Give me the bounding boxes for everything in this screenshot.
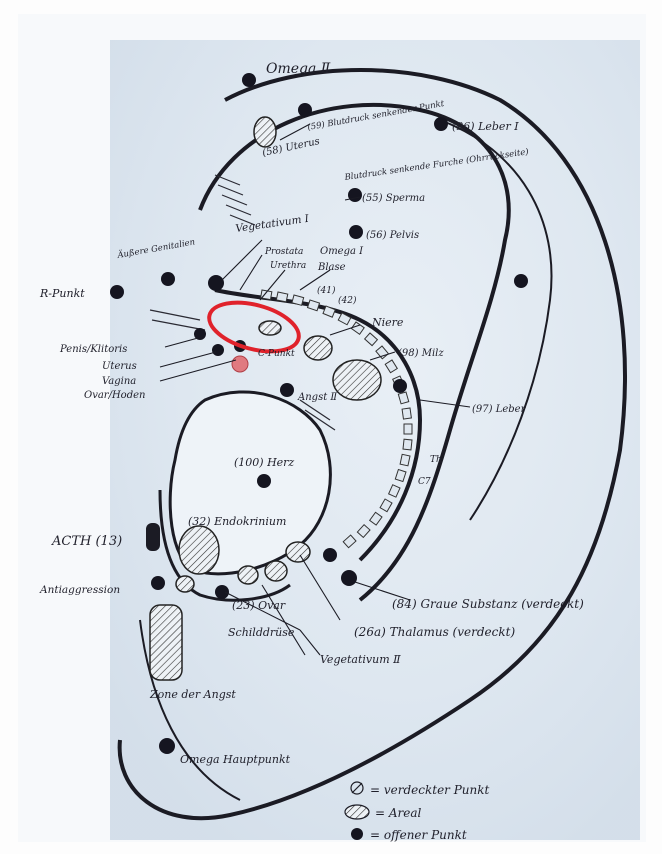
point-schilddruese	[215, 585, 229, 599]
point-vegetativum-i	[208, 275, 224, 291]
label-pelvis: (56) Pelvis	[366, 230, 419, 241]
area-pelvis-zone	[304, 336, 332, 360]
point-graue-a	[323, 548, 337, 562]
label-schilddruese: Schilddrüse	[228, 626, 295, 639]
point-genitalien	[161, 272, 175, 286]
area-endokrinium	[179, 526, 219, 574]
label-herz: (100) Herz	[234, 456, 294, 469]
label-ovar-hoden: Ovar/Hoden	[84, 390, 145, 401]
area-zone-der-angst	[150, 605, 182, 680]
label-graue-substanz: (84) Graue Substanz (verdeckt)	[392, 597, 584, 611]
label-leber-97: (97) Leber	[472, 404, 527, 415]
legend-offen-label: = offener Punkt	[370, 828, 467, 842]
label-acth: ACTH (13)	[51, 534, 122, 549]
label-omega-haupt: Omega Hauptpunkt	[180, 753, 291, 766]
point-graue-b	[341, 570, 357, 586]
label-c-punkt: C-Punkt	[258, 349, 295, 359]
label-leber-i: (96) Leber Ⅰ	[452, 120, 519, 133]
label-niere: Niere	[371, 316, 404, 329]
point-herz	[257, 474, 271, 488]
area-niere	[333, 360, 381, 400]
area-antiaggression	[176, 576, 194, 592]
label-thalamus: (26a) Thalamus (verdeckt)	[354, 625, 515, 639]
area-c-punkt	[259, 321, 281, 335]
label-blase: Blase	[317, 262, 346, 273]
point-omega-haupt	[159, 738, 175, 754]
point-leber-i	[434, 117, 448, 131]
label-41: (41)	[317, 285, 336, 296]
point-blutdruck	[298, 103, 312, 117]
point-antiaggression	[151, 576, 165, 590]
point-leber-ii	[514, 274, 528, 288]
label-prostata: Prostata	[264, 247, 303, 257]
label-antiaggression: Antiaggression	[39, 584, 120, 596]
label-urethra: Urethra	[270, 261, 306, 271]
label-omega-ii: Omega Ⅱ	[266, 61, 331, 77]
area-graue-substanz	[286, 542, 310, 562]
area-thalamus	[265, 561, 287, 581]
point-omega-ii	[242, 73, 256, 87]
label-endokrinium: (32) Endokrinium	[188, 515, 286, 528]
label-zone-angst: Zone der Angst	[149, 688, 236, 701]
point-uterus-small	[212, 344, 224, 356]
point-pelvis	[349, 225, 363, 239]
point-angst-ii	[280, 383, 294, 397]
label-ovar-23: (23) Ovar	[232, 599, 286, 612]
legend-verdeckt-label: = verdeckter Punkt	[370, 783, 490, 797]
point-r-punkt	[110, 285, 124, 299]
legend-area: = Areal	[345, 805, 422, 820]
red-point	[232, 356, 248, 372]
label-sperma: (55) Sperma	[362, 193, 425, 204]
label-42: (42)	[338, 295, 357, 306]
label-vagina: Vagina	[102, 376, 136, 387]
point-sperma	[348, 188, 362, 202]
area-acth	[146, 523, 160, 551]
area-ovar	[238, 566, 258, 584]
legend-hidden-point: = verdeckter Punkt	[351, 782, 490, 797]
area-uterus	[254, 117, 276, 147]
label-c7: C7	[418, 477, 431, 487]
label-th: Th	[430, 455, 442, 465]
label-r-punkt: R-Punkt	[39, 287, 85, 300]
legend-areal-label: = Areal	[375, 806, 422, 820]
label-vegetativum-ii: Vegetativum Ⅱ	[320, 653, 401, 666]
label-milz: (98) Milz	[398, 348, 444, 359]
label-angst-ii: Angst Ⅱ	[297, 392, 337, 403]
label-uterus: Uterus	[102, 361, 137, 372]
label-penis-klitoris: Penis/Klitoris	[59, 344, 127, 355]
point-milz	[393, 379, 407, 393]
label-omega-i: Omega Ⅰ	[320, 246, 364, 257]
